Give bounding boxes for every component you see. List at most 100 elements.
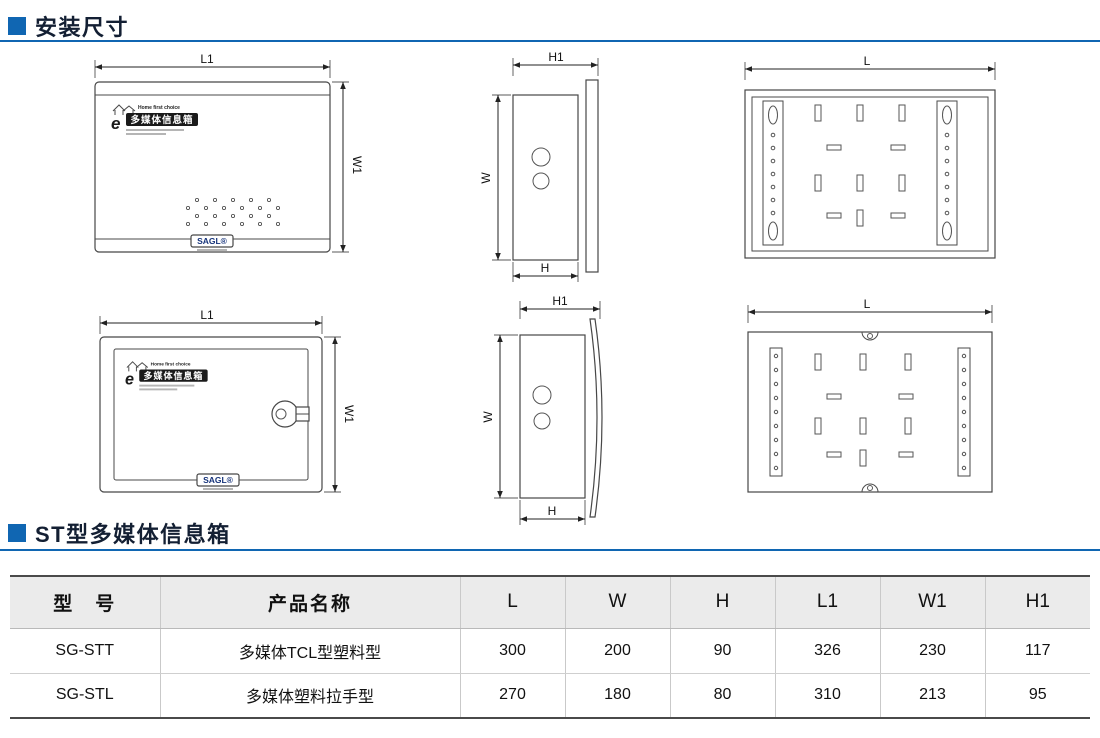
mounting-tab-bottom <box>861 483 879 493</box>
logo-title: 多媒体信息箱 <box>144 370 204 381</box>
cell-model: SG-STT <box>10 628 161 674</box>
cell-w: 200 <box>564 628 671 674</box>
dim-label-h1: H1 <box>548 50 564 64</box>
logo-e: e <box>125 371 134 389</box>
dim-h1: H1 <box>519 295 601 319</box>
section-header-st: ST型多媒体信息箱 <box>8 517 231 549</box>
front-view-tcl-drawing: L1 Home first choice e 多媒体信息箱 SAGL® W1 <box>94 52 364 253</box>
side-view-tcl-drawing: H1 W H <box>479 50 599 282</box>
dim-l1: L1 <box>99 310 323 334</box>
brand-text: SAGL® <box>197 236 228 246</box>
cell-h: 80 <box>669 673 776 718</box>
section-divider-2 <box>0 549 1100 551</box>
back-view-handle-drawing: L <box>747 298 993 493</box>
section-header-install: 安装尺寸 <box>8 10 129 42</box>
back-view-tcl-drawing: L <box>744 55 996 259</box>
knockout-slots <box>814 353 914 467</box>
cell-product-name: 多媒体TCL型塑料型 <box>159 628 461 674</box>
col-header-l1: L1 <box>774 576 881 629</box>
col-header-l: L <box>459 576 566 629</box>
dim-label-h: H <box>548 504 557 518</box>
logo-title-plate <box>126 113 198 126</box>
cell-l: 270 <box>459 673 566 718</box>
dim-label-l: L <box>864 298 871 311</box>
col-header-w1: W1 <box>879 576 986 629</box>
cell-h1: 95 <box>984 673 1090 718</box>
cell-w: 180 <box>564 673 671 718</box>
dim-label-h1: H1 <box>552 295 568 308</box>
dim-label-l1: L1 <box>200 310 214 322</box>
dim-w1: W1 <box>332 81 364 253</box>
mounting-rail-right <box>936 100 958 246</box>
col-header-model: 型 号 <box>10 576 161 629</box>
dim-l: L <box>744 55 996 80</box>
dim-label-l: L <box>864 55 871 68</box>
logo-title-plate <box>139 369 208 382</box>
cell-w1: 213 <box>879 673 986 718</box>
dim-label-w1: W1 <box>342 405 356 423</box>
col-header-w: W <box>564 576 671 629</box>
cover-flange <box>585 79 599 273</box>
dim-l1: L1 <box>94 52 331 78</box>
spec-table: 型 号 产品名称 L W H L1 W1 H1 SG-STT 多媒体TCL型塑料… <box>10 575 1090 719</box>
knockout-slots <box>814 104 906 227</box>
dim-l: L <box>747 298 993 323</box>
cell-h: 90 <box>669 628 776 674</box>
table-row: SG-STT 多媒体TCL型塑料型 300 200 90 326 230 117 <box>10 628 1090 674</box>
door-handle <box>271 400 310 428</box>
mounting-tab-top <box>861 331 879 341</box>
sagl-logo: SAGL® <box>196 473 240 490</box>
side-view-handle-drawing: H1 W H <box>481 295 603 525</box>
col-header-product-name: 产品名称 <box>159 576 461 629</box>
logo-e: e <box>111 114 120 133</box>
knockout-hole <box>533 412 551 430</box>
mounting-rail-left <box>762 100 784 246</box>
cell-h1: 117 <box>984 628 1090 674</box>
cell-model: SG-STL <box>10 673 161 718</box>
section-marker-icon <box>8 17 26 35</box>
vent-dots <box>185 194 285 226</box>
brand-logo: Home first choice e 多媒体信息箱 <box>111 104 198 135</box>
hole-strip-left <box>769 347 783 477</box>
col-header-h: H <box>669 576 776 629</box>
logo-title: 多媒体信息箱 <box>130 114 193 126</box>
col-header-h1: H1 <box>984 576 1090 629</box>
dim-label-w1: W1 <box>350 156 364 174</box>
cell-l1: 310 <box>774 673 881 718</box>
section-title-st: ST型多媒体信息箱 <box>35 522 231 547</box>
cell-l: 300 <box>459 628 566 674</box>
front-view-handle-drawing: L1 Home first choice e 多媒体信息箱 SAGL® <box>99 310 356 493</box>
dim-w1: W1 <box>324 336 356 493</box>
dim-label-l1: L1 <box>200 52 214 66</box>
cell-product-name: 多媒体塑料拉手型 <box>159 673 461 718</box>
box-depth-body <box>519 334 586 499</box>
logo-tagline: Home first choice <box>151 362 191 368</box>
knockout-hole <box>531 147 551 167</box>
curved-door-flange <box>589 318 603 518</box>
cell-w1: 230 <box>879 628 986 674</box>
dim-h: H <box>512 261 579 282</box>
section-title-install: 安装尺寸 <box>35 15 130 40</box>
back-panel <box>747 331 993 493</box>
back-panel <box>744 89 996 259</box>
spec-table-header: 型 号 产品名称 L W H L1 W1 H1 <box>10 576 1090 629</box>
section-divider-1 <box>0 40 1100 42</box>
dim-label-w: W <box>479 172 493 184</box>
cell-l1: 326 <box>774 628 881 674</box>
dim-w: W <box>481 334 518 499</box>
section-marker-icon <box>8 524 26 542</box>
logo-tagline: Home first choice <box>138 105 180 111</box>
dim-w: W <box>479 94 511 261</box>
brand-text: SAGL® <box>203 475 234 485</box>
dim-label-w: W <box>481 411 495 423</box>
brand-logo: Home first choice e 多媒体信息箱 <box>125 361 208 391</box>
sagl-logo: SAGL® <box>190 234 234 251</box>
dim-label-h: H <box>541 261 550 275</box>
dim-h: H <box>519 500 586 525</box>
table-row: SG-STL 多媒体塑料拉手型 270 180 80 310 213 95 <box>10 673 1090 718</box>
knockout-hole <box>532 172 550 190</box>
knockout-hole <box>532 385 552 405</box>
hole-strip-right <box>957 347 971 477</box>
dim-h1: H1 <box>512 50 599 76</box>
